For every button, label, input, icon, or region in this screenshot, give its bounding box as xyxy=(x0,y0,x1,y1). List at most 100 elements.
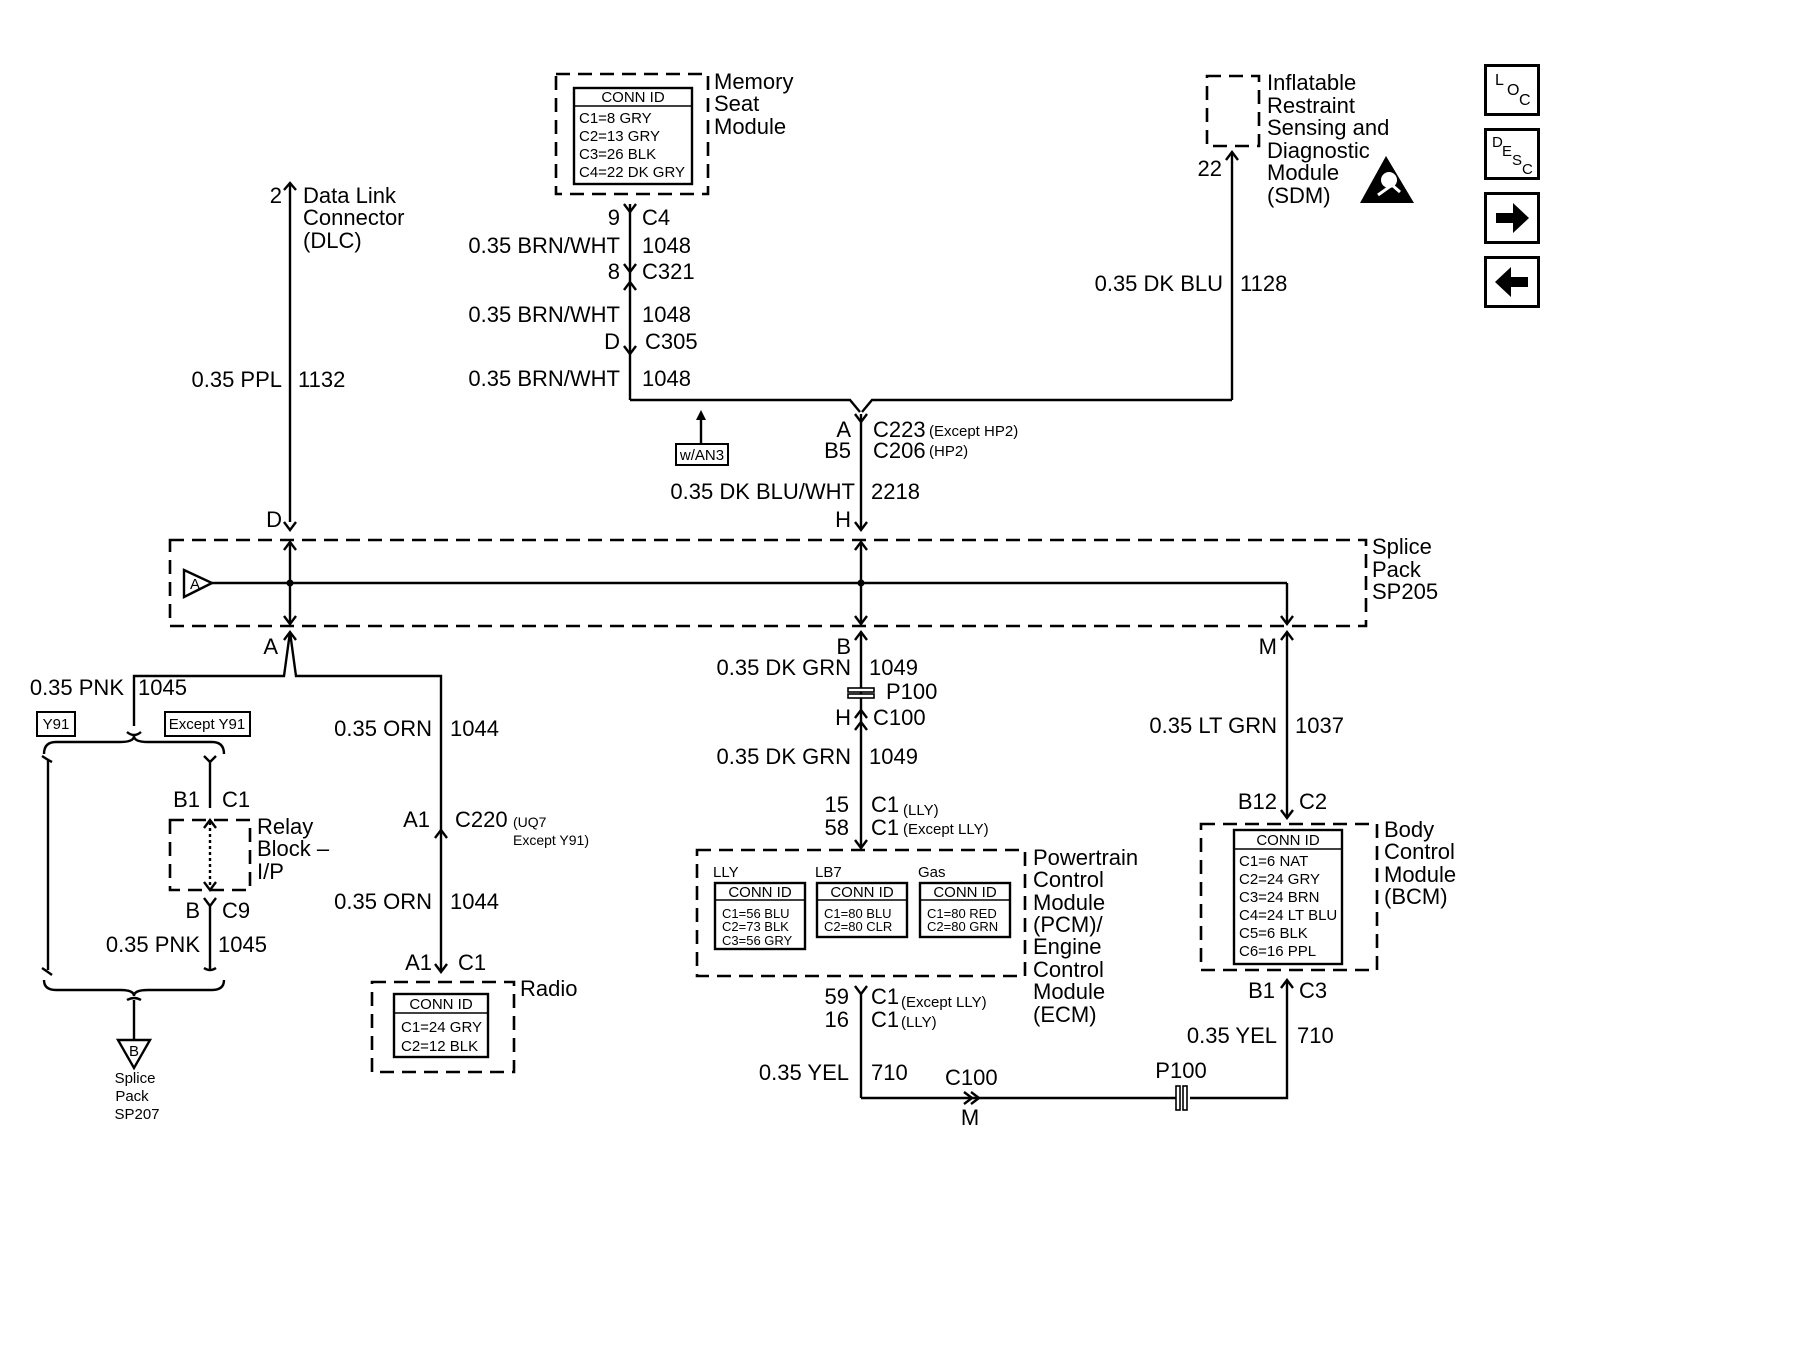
diagram-label: Control xyxy=(1033,957,1104,982)
diagram-label: C3=24 BRN xyxy=(1239,889,1319,906)
diagram-label: Block – xyxy=(257,836,330,861)
diagram-label: (Except HP2) xyxy=(929,423,1018,440)
diagram-label: (ECM) xyxy=(1033,1002,1097,1027)
diagram-label: C2=73 BLK xyxy=(722,919,789,934)
diagram-label: (Except LLY) xyxy=(901,994,987,1011)
diagram-label: (UQ7 xyxy=(513,814,547,830)
diagram-label: 0.35 BRN/WHT xyxy=(468,366,620,391)
diagram-label: C2 xyxy=(1299,789,1327,814)
diagram-label: B5 xyxy=(824,438,851,463)
diagram-label: C223 xyxy=(873,417,926,442)
next-button[interactable] xyxy=(1484,192,1540,244)
diagram-label: 9 xyxy=(608,205,620,230)
diagram-label: A1 xyxy=(405,950,432,975)
diagram-label: C1 xyxy=(871,1007,899,1032)
diagram-label: 58 xyxy=(825,815,849,840)
diagram-label: Relay xyxy=(257,814,313,839)
left-arrow-icon xyxy=(1495,267,1528,297)
diagram-label: Module xyxy=(1033,890,1105,915)
diagram-label: 0.35 ORN xyxy=(334,716,432,741)
previous-button[interactable] xyxy=(1484,256,1540,308)
diagram-label: 16 xyxy=(825,1007,849,1032)
diagram-label: Splice xyxy=(115,1070,156,1087)
diagram-label: (HP2) xyxy=(929,443,968,460)
diagram-label: C1 xyxy=(871,792,899,817)
diagram-label: 0.35 ORN xyxy=(334,889,432,914)
diagram-label: C6=16 PPL xyxy=(1239,943,1316,960)
diagram-label: CONN ID xyxy=(728,884,792,901)
diagram-label: 0.35 DK GRN xyxy=(717,744,852,769)
diagram-label: C1=8 GRY xyxy=(579,110,652,127)
diagram-label: A1 xyxy=(403,807,430,832)
diagram-label: 59 xyxy=(825,984,849,1009)
diagram-label: C2=24 GRY xyxy=(1239,871,1320,888)
diagram-label: C1=24 GRY xyxy=(401,1019,482,1036)
diagram-label: SP207 xyxy=(114,1106,159,1123)
c100-connector-bottom: C100 M xyxy=(945,1065,998,1130)
diagram-label: CONN ID xyxy=(409,996,473,1013)
diagram-label: 0.35 BRN/WHT xyxy=(468,302,620,327)
diagram-label: Restraint xyxy=(1267,93,1355,118)
diagram-label: (Except LLY) xyxy=(903,821,989,838)
diagram-label: 0.35 YEL xyxy=(759,1060,849,1085)
diagram-label: LB7 xyxy=(815,864,842,881)
diagram-label: C305 xyxy=(645,329,698,354)
diagram-label: Control xyxy=(1033,867,1104,892)
diagram-label: P100 xyxy=(1155,1058,1206,1083)
diagram-label: (BCM) xyxy=(1384,884,1448,909)
data-link-connector: 2 Data Link Connector (DLC) xyxy=(270,183,405,253)
diagram-label: Seat xyxy=(714,91,759,116)
option-an3-tag: w/AN3 xyxy=(675,410,729,466)
desc-button[interactable]: D E S C xyxy=(1484,128,1540,180)
diagram-label: Module xyxy=(1267,160,1339,185)
diagram-label: C100 xyxy=(945,1065,998,1090)
diagram-label: B xyxy=(836,634,851,659)
diagram-label: Splice xyxy=(1372,534,1432,559)
diagram-label: Engine xyxy=(1033,934,1102,959)
diagram-label: 0.35 LT GRN xyxy=(1149,713,1277,738)
diagram-label: P100 xyxy=(886,679,937,704)
diagram-label: C3=56 GRY xyxy=(722,933,793,948)
diagram-label: 0.35 DK GRN xyxy=(717,655,852,680)
diagram-label: M xyxy=(1259,634,1277,659)
diagram-label: C1 xyxy=(458,950,486,975)
sdm-module: Inflatable Restraint Sensing and Diagnos… xyxy=(1198,70,1414,208)
diagram-label: A xyxy=(836,417,851,442)
diagram-label: C220 xyxy=(455,807,508,832)
diagram-label: (SDM) xyxy=(1267,183,1331,208)
loc-button[interactable]: L O C xyxy=(1484,64,1540,116)
diagram-label: 710 xyxy=(1297,1023,1334,1048)
diagram-label: 0.35 PPL xyxy=(191,367,282,392)
diagram-label: 1045 xyxy=(218,932,267,957)
right-arrow-icon xyxy=(1496,203,1529,233)
diagram-label: B1 xyxy=(173,787,200,812)
diagram-label: D xyxy=(604,329,620,354)
diagram-label: LLY xyxy=(713,864,739,881)
diagram-label: 8 xyxy=(608,259,620,284)
diagram-label: C321 xyxy=(642,259,695,284)
diagram-label: 1048 xyxy=(642,366,691,391)
diagram-label: 1132 xyxy=(298,367,345,392)
diagram-label: Body xyxy=(1384,817,1434,842)
diagram-label: 1044 xyxy=(450,889,499,914)
diagram-label: C4=24 LT BLU xyxy=(1239,907,1337,924)
diagram-label: Sensing and xyxy=(1267,115,1389,140)
p100-connector-top: P100 xyxy=(847,679,937,704)
diagram-label: A xyxy=(263,634,278,659)
memory-seat-module: CONN ID C1=8 GRY C2=13 GRY C3=26 BLK C4=… xyxy=(554,69,793,196)
diagram-label: Inflatable xyxy=(1267,70,1356,95)
diagram-label: Gas xyxy=(918,864,946,881)
diagram-label: C2=12 BLK xyxy=(401,1038,478,1055)
diagram-label: CONN ID xyxy=(830,884,894,901)
diagram-label: 1045 xyxy=(138,675,187,700)
pcm-ecm-module: LLY LB7 Gas CONN ID C1=56 BLU C2=73 BLK … xyxy=(695,845,1138,1027)
diagram-label: 22 xyxy=(1198,156,1222,181)
splice-pack-sp205: A Splice Pack SP205 xyxy=(168,534,1438,628)
diagram-label: 0.35 PNK xyxy=(30,675,124,700)
diagram-label: Data Link xyxy=(303,183,397,208)
diagram-label: H xyxy=(835,705,851,730)
diagram-label: 2 xyxy=(270,183,282,208)
diagram-label: w/AN3 xyxy=(679,447,724,464)
diagram-label: C2=80 GRN xyxy=(927,919,998,934)
